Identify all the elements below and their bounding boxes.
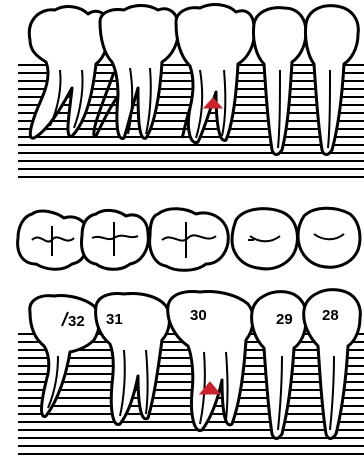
tooth-number-28: 28: [322, 307, 339, 324]
lower-tooth-30: [168, 292, 253, 431]
upper-tooth-31: [94, 6, 178, 139]
tooth-number-30: 30: [190, 307, 207, 324]
tooth-number-32: 32: [68, 313, 85, 330]
lower-panel: 32 31 30 29 28: [18, 290, 364, 454]
upper-panel: [18, 5, 364, 177]
tooth-number-29: 29: [276, 311, 293, 328]
occlusal-panel: [18, 208, 360, 270]
upper-teeth: [29, 5, 358, 155]
occlusal-tooth-28: [298, 208, 360, 267]
occlusal-tooth-30: [150, 209, 229, 271]
tooth-number-31: 31: [106, 311, 123, 328]
occlusal-tooth-31: [82, 210, 149, 269]
occlusal-tooth-32: [18, 211, 89, 269]
occlusal-tooth-29: [232, 209, 297, 269]
